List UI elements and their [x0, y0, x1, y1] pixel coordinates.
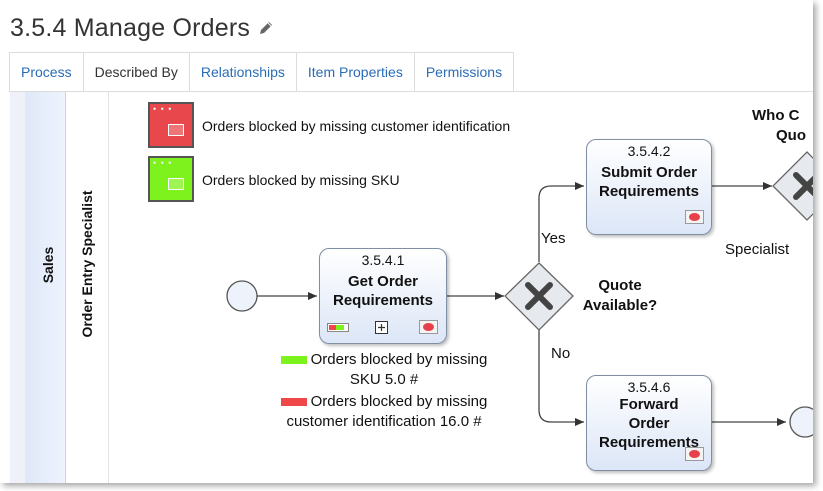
lane-partial-label: Specialist: [725, 241, 790, 258]
gateway2-label-line1: Who C: [752, 107, 800, 124]
title-row: 3.5.4 Manage Orders: [10, 10, 274, 46]
end-event[interactable]: [789, 406, 813, 438]
gateway-who-can-quote[interactable]: [772, 151, 813, 221]
task-forward-order-requirements[interactable]: 3.5.4.6 Forward Order Requirements: [586, 375, 712, 471]
status-cust-line1: Orders blocked by missing: [310, 393, 488, 410]
legend-label-sku: Orders blocked by missing SKU: [202, 172, 400, 188]
task-name-line2: Order: [628, 415, 670, 432]
task-name-line1: Get Order: [347, 273, 419, 290]
task-name-line2: Requirements: [598, 183, 700, 200]
task-get-order-requirements[interactable]: 3.5.4.1 Get Order Requirements: [319, 248, 447, 344]
process-diagram-canvas[interactable]: Sales Order Entry Specialist: [10, 92, 813, 483]
legend-swatch-green: • • •: [148, 156, 194, 202]
task-name-line1: Submit Order: [601, 164, 697, 181]
tab-permissions[interactable]: Permissions: [413, 52, 515, 92]
gateway2-label-line2: Quo: [776, 127, 806, 144]
pool-header[interactable]: Sales: [25, 92, 66, 483]
kpi-badge-icon: [419, 320, 438, 334]
status-sku-line2: SKU 5.0 #: [349, 371, 419, 388]
window-frame: 3.5.4 Manage Orders Process Described By…: [9, 10, 813, 483]
tab-item-properties[interactable]: Item Properties: [295, 52, 414, 92]
flow-label-yes: Yes: [541, 230, 566, 247]
task-number: 3.5.4.2: [627, 143, 671, 159]
status-sku-line1: Orders blocked by missing: [310, 351, 488, 368]
status-customer: Orders blocked by missing customer ident…: [260, 392, 508, 432]
page-title: 3.5.4 Manage Orders: [10, 13, 251, 42]
tab-bar: Process Described By Relationships Item …: [9, 52, 515, 92]
legend-swatch-red: • • •: [148, 102, 194, 148]
kpi-badge-icon: [685, 210, 704, 224]
gateway-label: Quote Available?: [576, 276, 664, 316]
status-cust-line2: customer identification 16.0 #: [286, 413, 482, 430]
task-name-line2: Requirements: [332, 292, 434, 309]
gateway-x-icon: [525, 282, 553, 310]
status-sku: Orders blocked by missing SKU 5.0 #: [260, 350, 508, 390]
status-swatch-green: [280, 356, 307, 365]
gateway-quote-available[interactable]: [504, 262, 574, 331]
kpi-badge-icon: [685, 447, 704, 461]
flow-yes: [538, 182, 584, 262]
task-name-line3: Requirements: [598, 434, 700, 451]
tab-relationships[interactable]: Relationships: [188, 52, 296, 92]
task-submit-order-requirements[interactable]: 3.5.4.2 Submit Order Requirements: [586, 139, 712, 235]
tab-divider: [9, 91, 813, 92]
lane-header[interactable]: Order Entry Specialist: [66, 92, 109, 483]
task-number: 3.5.4.1: [361, 252, 405, 268]
flow-label-no: No: [551, 345, 571, 362]
legend-label-customer-id: Orders blocked by missing customer ident…: [202, 118, 511, 134]
gateway-label-line1: Quote: [598, 277, 642, 294]
gateway-label-line2: Available?: [582, 297, 658, 314]
expand-plus-icon[interactable]: [375, 321, 388, 334]
status-swatch-red: [280, 398, 307, 407]
gateway2-label: Who C Quo: [752, 106, 806, 146]
tab-described-by[interactable]: Described By: [82, 52, 189, 92]
tab-process[interactable]: Process: [9, 52, 83, 92]
flow-no: [538, 330, 584, 426]
sequence-flows: [226, 151, 813, 438]
start-event[interactable]: [226, 280, 258, 312]
pencil-icon[interactable]: [258, 20, 274, 36]
kpi-indicator-icon: [327, 323, 349, 332]
task-number: 3.5.4.6: [627, 379, 671, 395]
task-name-line1: Forward: [619, 396, 679, 413]
